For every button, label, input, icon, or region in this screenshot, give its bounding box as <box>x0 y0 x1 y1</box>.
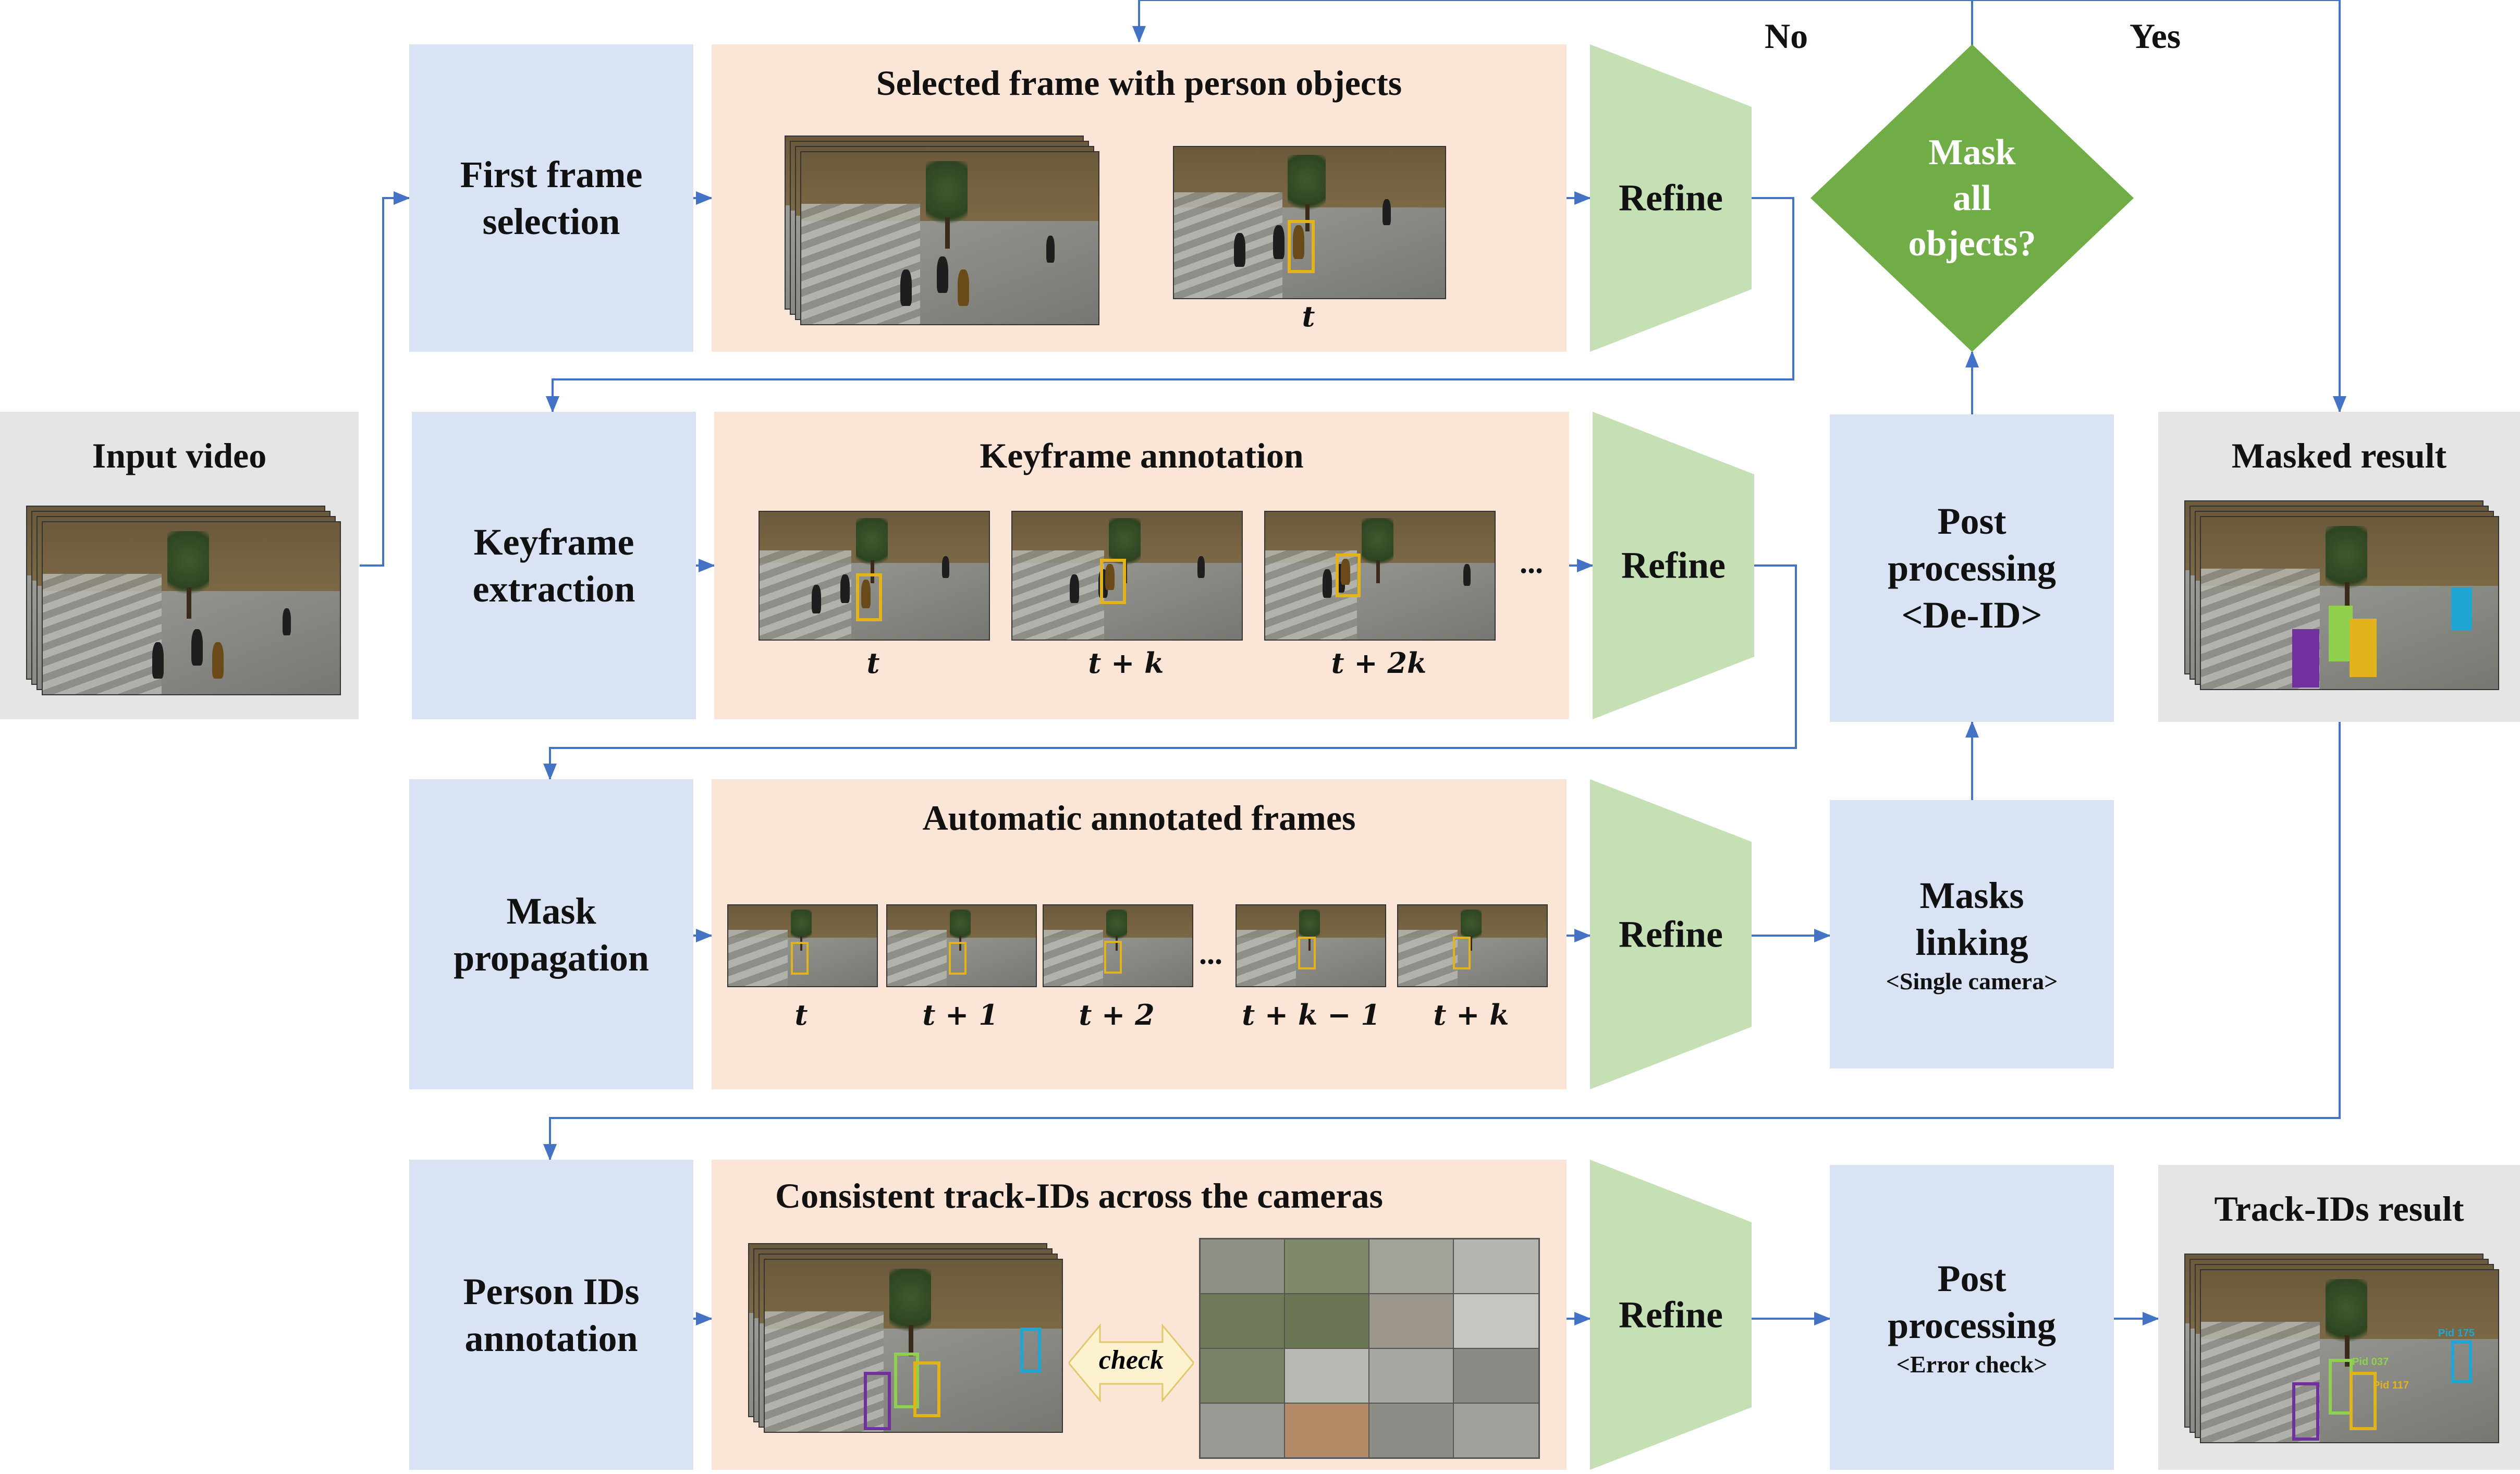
input-video-title: Input video <box>92 436 267 475</box>
row3-caption-5: t + k <box>1433 998 1509 1031</box>
row2-ellipsis: ... <box>1520 545 1543 580</box>
refine-shape-4 <box>1590 1160 1752 1470</box>
consistent-track-ids-title: Consistent track-IDs across the cameras <box>775 1176 1383 1215</box>
decision-yes-label: Yes <box>2130 16 2181 56</box>
input-video-box: Input video <box>0 412 359 719</box>
keyframe-annotation-title: Keyframe annotation <box>980 436 1304 475</box>
check-label: check <box>1098 1345 1164 1375</box>
propagated-frame-3 <box>1043 904 1193 987</box>
keyframe-t <box>759 511 990 641</box>
track-ids-result-title: Track-IDs result <box>2214 1189 2464 1229</box>
refine-label-1: Refine <box>1619 177 1723 219</box>
masked-result-title: Masked result <box>2231 436 2447 475</box>
propagated-frame-1 <box>727 904 878 987</box>
masked-result-box: Masked result <box>2158 412 2520 722</box>
automatic-annotated-title: Automatic annotated frames <box>922 798 1356 838</box>
input-video-frames <box>26 506 341 695</box>
check-double-arrow <box>1069 1323 1194 1403</box>
keyframe-annotation-panel: Keyframe annotation t t + k t + 2k ... <box>714 412 1569 719</box>
row2-caption-2: t + k <box>1088 646 1164 680</box>
input-video-thumbnail <box>42 521 341 695</box>
selected-frame-stack <box>785 136 1099 326</box>
masked-result-frames <box>2184 500 2499 693</box>
track-ids-result-box: Track-IDs result Pid 175 Pid 037 Pid 117 <box>2158 1165 2520 1470</box>
row3-ellipsis: ... <box>1199 936 1222 971</box>
keyframe-t-plus-k <box>1011 511 1243 641</box>
row3-caption-2: t + 1 <box>922 998 998 1031</box>
track-tag-1: Pid 175 <box>2438 1328 2475 1339</box>
refine-label-4: Refine <box>1619 1294 1723 1335</box>
propagated-frame-2 <box>886 904 1037 987</box>
refine-shape-1 <box>1590 44 1752 352</box>
propagated-frame-5 <box>1397 904 1548 987</box>
propagated-frame-4 <box>1235 904 1386 987</box>
keyframe-t-plus-2k <box>1264 511 1496 641</box>
row3-caption-4: t + k − 1 <box>1242 998 1380 1031</box>
track-tag-2: Pid 037 <box>2352 1356 2389 1368</box>
row2-caption-3: t + 2k <box>1331 646 1427 680</box>
refine-shape-3 <box>1590 779 1752 1089</box>
refine-label-2: Refine <box>1621 544 1726 586</box>
consistent-track-ids-panel: Consistent track-IDs across the cameras … <box>712 1160 1567 1470</box>
decision-diamond <box>1811 44 2134 352</box>
row1-caption-t: t <box>1302 300 1315 333</box>
selected-frame-annotated <box>1173 146 1446 299</box>
track-tag-3: Pid 117 <box>2373 1380 2409 1391</box>
track-ids-frame-stack <box>748 1243 1063 1436</box>
row3-caption-3: t + 2 <box>1079 998 1155 1031</box>
row2-caption-1: t <box>866 646 880 680</box>
row3-caption-1: t <box>794 998 808 1031</box>
refine-shape-2 <box>1593 412 1754 719</box>
selected-frame-panel: Selected frame with person objects t <box>712 44 1567 352</box>
multi-camera-grid <box>1199 1238 1540 1459</box>
refine-label-3: Refine <box>1619 913 1723 955</box>
track-ids-result-frames: Pid 175 Pid 037 Pid 117 <box>2184 1254 2499 1446</box>
automatic-annotated-panel: Automatic annotated frames ... t t + 1 t… <box>712 779 1567 1089</box>
decision-no-label: No <box>1765 16 1808 56</box>
selected-frame-title: Selected frame with person objects <box>876 63 1402 103</box>
